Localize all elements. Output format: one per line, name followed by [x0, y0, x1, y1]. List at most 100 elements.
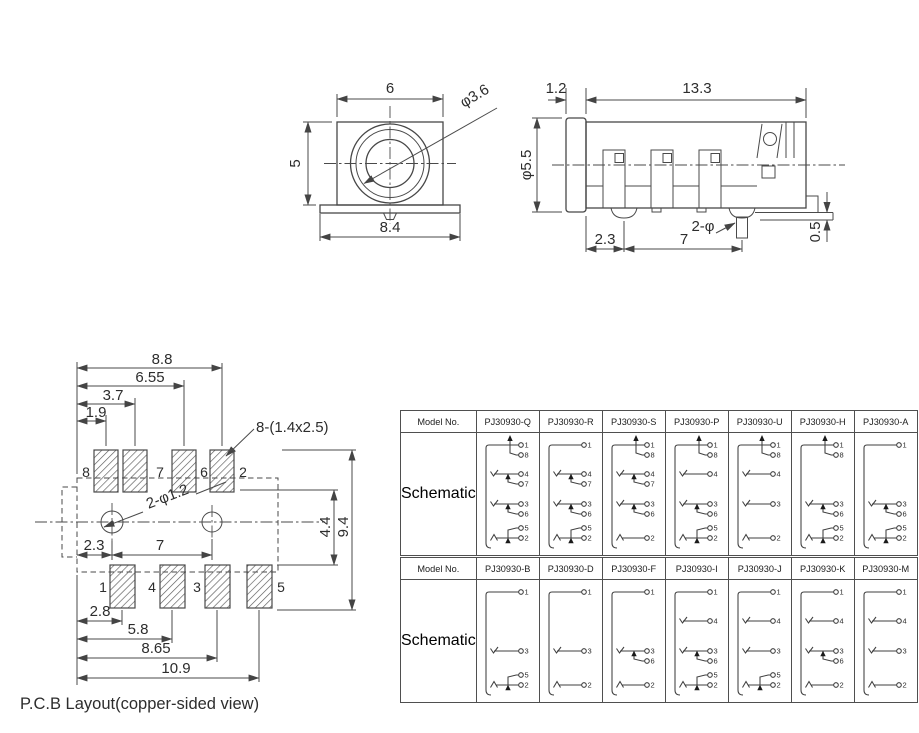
pcb-bottom-pads: 1 4 3 5	[99, 564, 285, 609]
dim-dia-55: φ5.5	[518, 150, 535, 181]
model-name-PJ30930-U: PJ30930-U	[727, 410, 792, 433]
svg-text:8: 8	[651, 451, 655, 460]
svg-text:2: 2	[525, 534, 529, 543]
pad-7	[122, 449, 148, 493]
model-name-PJ30930-D: PJ30930-D	[538, 555, 603, 580]
dim-28: 2.8	[90, 603, 111, 620]
svg-text:5: 5	[714, 671, 718, 680]
svg-text:5: 5	[840, 524, 844, 533]
svg-text:5: 5	[525, 524, 529, 533]
pad-label-3: 3	[193, 579, 201, 595]
svg-text:7: 7	[588, 480, 592, 489]
dim-hole-dia: φ3.6	[457, 81, 492, 111]
side-view: 1.2 13.3 φ5.5 2.3 7 2-φ 0.5	[518, 80, 845, 253]
svg-text:4: 4	[777, 617, 781, 626]
svg-text:3: 3	[777, 647, 781, 656]
pcb-outline-and-holes: 2-φ1.2 2.3 7	[35, 477, 325, 573]
svg-text:7: 7	[651, 480, 655, 489]
svg-text:4: 4	[903, 617, 907, 626]
pad-8	[93, 449, 119, 493]
model-no-header: Model No.	[400, 555, 477, 580]
dim-37: 3.7	[103, 387, 124, 404]
svg-text:8: 8	[777, 451, 781, 460]
pad-6	[171, 449, 197, 493]
svg-text:1: 1	[840, 588, 844, 597]
pad-1	[109, 564, 136, 609]
pad-size-note: 8-(1.4x2.5)	[256, 419, 329, 436]
svg-text:2: 2	[903, 534, 907, 543]
dim-flange-84: 8.4	[380, 219, 401, 236]
dim-19: 1.9	[86, 404, 107, 421]
model-no-header: Model No.	[400, 410, 477, 433]
svg-text:3: 3	[777, 500, 781, 509]
svg-text:1: 1	[588, 441, 592, 450]
schematic-PJ30930-D: 132	[548, 588, 592, 696]
schematic-row-header: Schematic	[400, 579, 477, 703]
pad-4	[159, 564, 186, 609]
svg-text:2: 2	[525, 681, 529, 690]
pcb-bottom-dimensions: 2.8 5.8 8.65 10.9	[76, 575, 260, 685]
svg-text:6: 6	[714, 510, 718, 519]
dim-flange-12: 1.2	[546, 80, 567, 97]
svg-text:3: 3	[840, 500, 844, 509]
svg-text:4: 4	[714, 470, 718, 479]
pcb-top-pads: 8 7 6 2	[82, 449, 247, 493]
svg-text:4: 4	[525, 470, 529, 479]
schematic-row-header: Schematic	[400, 432, 477, 557]
front-view: 6 5 8.4 φ3.6	[287, 80, 498, 241]
dim-width-6: 6	[386, 80, 394, 97]
svg-text:8: 8	[714, 451, 718, 460]
dim-88: 8.8	[152, 351, 173, 368]
svg-text:6: 6	[588, 510, 592, 519]
svg-text:3: 3	[651, 647, 655, 656]
svg-text:2: 2	[714, 681, 718, 690]
pcb-layout-view: 8.8 6.55 3.7 1.9 8-(1.4x2.5) 8 7 6 2	[35, 351, 356, 685]
svg-text:2: 2	[588, 681, 592, 690]
svg-text:1: 1	[840, 441, 844, 450]
svg-text:5: 5	[588, 524, 592, 533]
dim-pin-offset-23: 2.3	[595, 231, 616, 248]
pad-label-7: 7	[156, 464, 164, 480]
side-view-body	[565, 117, 834, 239]
pad-label-2: 2	[239, 464, 247, 480]
dim-655: 6.55	[135, 369, 164, 386]
front-view-centerlines	[324, 106, 456, 224]
pad-label-8: 8	[82, 464, 90, 480]
dim-height-5: 5	[287, 159, 304, 167]
pcb-top-dimensions: 8.8 6.55 3.7 1.9 8-(1.4x2.5)	[76, 351, 329, 474]
pad-label-5: 5	[277, 579, 285, 595]
svg-text:2: 2	[903, 681, 907, 690]
svg-text:6: 6	[903, 510, 907, 519]
svg-text:3: 3	[588, 647, 592, 656]
model-name-PJ30930-P: PJ30930-P	[664, 410, 729, 433]
svg-text:3: 3	[525, 500, 529, 509]
svg-text:8: 8	[840, 451, 844, 460]
svg-text:4: 4	[840, 617, 844, 626]
front-view-dimensions: 6 5 8.4 φ3.6	[287, 80, 498, 241]
hole-note: 2-φ1.2	[144, 481, 191, 513]
model-name-PJ30930-I: PJ30930-I	[664, 555, 729, 580]
svg-text:2: 2	[777, 681, 781, 690]
svg-text:4: 4	[588, 470, 592, 479]
